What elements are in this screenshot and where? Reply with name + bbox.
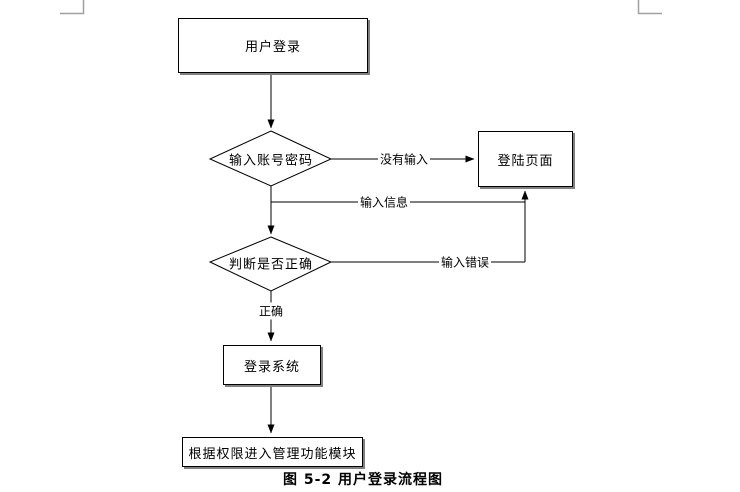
edge-label-input-error: 输入错误 [438,253,492,271]
text-boundary-mark-top-right [637,0,662,15]
diamond-check-input [208,130,333,187]
node-admin-module-label: 根据权限进入管理功能模块 [188,446,357,462]
node-user-login-label: 用户登录 [244,40,301,55]
node-admin-module: 根据权限进入管理功能模块 [182,437,363,467]
node-user-login: 用户登录 [178,18,368,73]
diamond-check-correct [208,236,333,292]
node-login-system-label: 登录系统 [243,359,300,375]
node-login-page-label: 登陆页面 [497,153,554,169]
node-login-page: 登陆页面 [478,131,573,187]
node-check-input-label: 输入账号密码 [228,153,314,169]
node-check-correct-label: 判断是否正确 [228,257,314,273]
edge-label-no-input: 没有输入 [377,150,431,168]
node-login-system: 登录系统 [223,345,321,385]
figure-caption: 图 5-2 用户登录流程图 [282,472,444,488]
edge-label-input-info: 输入信息 [357,193,411,211]
text-boundary-mark-top-left [60,0,85,15]
edge-label-correct: 正确 [256,302,286,320]
